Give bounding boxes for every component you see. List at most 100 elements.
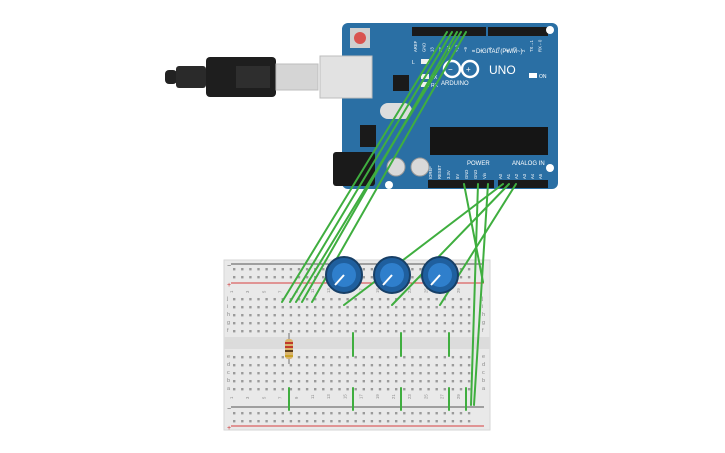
top-rail-hole[interactable] <box>419 268 422 271</box>
bottom-rail-hole[interactable] <box>346 412 349 415</box>
terminal-hole-bottom[interactable] <box>435 380 438 383</box>
terminal-hole-bottom[interactable] <box>265 388 268 391</box>
terminal-hole-top[interactable] <box>257 306 260 309</box>
terminal-hole-bottom[interactable] <box>241 364 244 367</box>
terminal-hole-bottom[interactable] <box>386 372 390 375</box>
terminal-hole-bottom[interactable] <box>378 356 382 359</box>
bottom-rail-hole[interactable] <box>354 412 357 415</box>
top-rail-hole[interactable] <box>411 268 414 271</box>
terminal-hole-bottom[interactable] <box>322 356 325 359</box>
terminal-hole-top[interactable] <box>330 330 333 333</box>
terminal-hole-top[interactable] <box>354 330 357 333</box>
terminal-hole-top[interactable] <box>305 314 309 317</box>
terminal-hole-bottom[interactable] <box>403 388 406 391</box>
terminal-hole-top[interactable] <box>233 306 236 309</box>
terminal-hole-top[interactable] <box>314 298 317 301</box>
terminal-hole-bottom[interactable] <box>338 364 341 367</box>
terminal-hole-bottom[interactable] <box>395 388 398 391</box>
terminal-hole-top[interactable] <box>427 330 430 333</box>
terminal-hole-top[interactable] <box>427 306 430 309</box>
terminal-hole-top[interactable] <box>378 330 382 333</box>
top-rail-hole[interactable] <box>265 268 268 271</box>
terminal-hole-top[interactable] <box>435 322 438 325</box>
bottom-rail-hole[interactable] <box>297 420 301 423</box>
terminal-hole-bottom[interactable] <box>346 364 349 367</box>
bottom-rail-hole[interactable] <box>249 420 252 423</box>
terminal-hole-top[interactable] <box>354 314 357 317</box>
top-rail-hole[interactable] <box>459 276 463 279</box>
terminal-hole-bottom[interactable] <box>241 356 244 359</box>
bottom-rail-hole[interactable] <box>273 412 276 415</box>
terminal-hole-top[interactable] <box>273 322 276 325</box>
bottom-rail-hole[interactable] <box>427 420 430 423</box>
terminal-hole-bottom[interactable] <box>467 380 471 383</box>
wire-gnd-to-rail[interactable] <box>463 183 484 283</box>
terminal-hole-bottom[interactable] <box>419 364 422 367</box>
bottom-rail-hole[interactable] <box>459 420 463 423</box>
terminal-hole-top[interactable] <box>338 314 341 317</box>
terminal-hole-bottom[interactable] <box>330 372 333 375</box>
terminal-hole-bottom[interactable] <box>378 364 382 367</box>
terminal-hole-bottom[interactable] <box>435 388 438 391</box>
terminal-hole-top[interactable] <box>289 306 293 309</box>
terminal-hole-bottom[interactable] <box>451 372 455 375</box>
bottom-rail-hole[interactable] <box>443 420 446 423</box>
terminal-hole-top[interactable] <box>395 314 398 317</box>
terminal-hole-top[interactable] <box>370 298 374 301</box>
terminal-hole-bottom[interactable] <box>322 380 325 383</box>
terminal-hole-top[interactable] <box>419 330 422 333</box>
terminal-hole-top[interactable] <box>362 314 365 317</box>
bottom-rail-hole[interactable] <box>289 412 293 415</box>
terminal-hole-bottom[interactable] <box>467 364 471 367</box>
top-rail-hole[interactable] <box>257 276 260 279</box>
terminal-hole-bottom[interactable] <box>257 372 260 375</box>
bottom-rail-hole[interactable] <box>411 412 414 415</box>
bottom-rail-hole[interactable] <box>257 412 260 415</box>
terminal-hole-bottom[interactable] <box>443 364 446 367</box>
terminal-hole-bottom[interactable] <box>411 372 414 375</box>
terminal-hole-top[interactable] <box>419 322 422 325</box>
terminal-hole-top[interactable] <box>451 298 455 301</box>
terminal-hole-top[interactable] <box>370 322 374 325</box>
terminal-hole-top[interactable] <box>435 306 438 309</box>
terminal-hole-bottom[interactable] <box>370 380 374 383</box>
terminal-hole-bottom[interactable] <box>281 388 284 391</box>
terminal-hole-top[interactable] <box>443 306 446 309</box>
terminal-hole-bottom[interactable] <box>403 364 406 367</box>
terminal-hole-bottom[interactable] <box>346 372 349 375</box>
terminal-hole-bottom[interactable] <box>403 356 406 359</box>
terminal-hole-bottom[interactable] <box>265 380 268 383</box>
terminal-hole-top[interactable] <box>403 322 406 325</box>
top-rail-hole[interactable] <box>362 268 365 271</box>
top-rail-hole[interactable] <box>297 276 301 279</box>
terminal-hole-top[interactable] <box>354 322 357 325</box>
bottom-rail-hole[interactable] <box>338 420 341 423</box>
terminal-hole-top[interactable] <box>435 330 438 333</box>
bottom-rail-hole[interactable] <box>451 420 455 423</box>
terminal-hole-bottom[interactable] <box>233 364 236 367</box>
terminal-hole-bottom[interactable] <box>459 388 463 391</box>
terminal-hole-bottom[interactable] <box>305 364 309 367</box>
terminal-hole-bottom[interactable] <box>314 388 317 391</box>
terminal-hole-top[interactable] <box>322 306 325 309</box>
terminal-hole-top[interactable] <box>354 298 357 301</box>
terminal-hole-bottom[interactable] <box>427 380 430 383</box>
top-rail-hole[interactable] <box>370 268 374 271</box>
terminal-hole-top[interactable] <box>362 306 365 309</box>
bottom-rail-hole[interactable] <box>257 420 260 423</box>
terminal-hole-top[interactable] <box>314 306 317 309</box>
bottom-rail-hole[interactable] <box>305 420 309 423</box>
bottom-rail-hole[interactable] <box>249 412 252 415</box>
terminal-hole-top[interactable] <box>281 314 284 317</box>
terminal-hole-bottom[interactable] <box>370 388 374 391</box>
terminal-hole-bottom[interactable] <box>281 364 284 367</box>
terminal-hole-bottom[interactable] <box>273 356 276 359</box>
top-rail-hole[interactable] <box>273 268 276 271</box>
terminal-hole-bottom[interactable] <box>419 372 422 375</box>
terminal-hole-top[interactable] <box>273 306 276 309</box>
terminal-hole-top[interactable] <box>257 322 260 325</box>
terminal-hole-bottom[interactable] <box>435 372 438 375</box>
terminal-hole-bottom[interactable] <box>451 380 455 383</box>
terminal-hole-top[interactable] <box>338 306 341 309</box>
terminal-hole-bottom[interactable] <box>305 356 309 359</box>
